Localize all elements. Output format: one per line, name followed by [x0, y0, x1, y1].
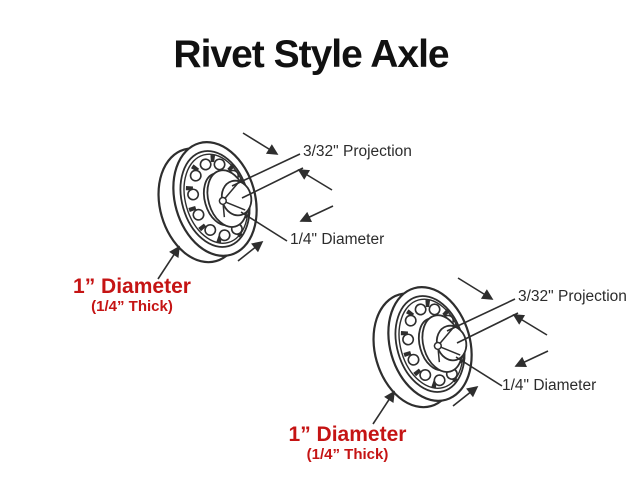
dimension-lines-wheel-1: [157, 132, 334, 280]
wheel-thickness-label-wheel-1: (1/4” Thick): [91, 298, 173, 315]
wheel-diameter-label-wheel-1: 1” Diameter: [73, 275, 191, 298]
projection-label-wheel-1: 3/32" Projection: [303, 143, 412, 160]
wheel-size-label-wheel-1: 1” Diameter (1/4” Thick): [58, 275, 206, 316]
axle-diameter-label-wheel-2: 1/4" Diameter: [502, 377, 597, 394]
dimension-lines-wheel-2: [372, 277, 549, 425]
wheel-thickness-label-wheel-2: (1/4” Thick): [306, 446, 389, 463]
wheel-diameter-label-wheel-2: 1” Diameter: [288, 423, 407, 446]
page-title: Rivet Style Axle: [173, 33, 449, 76]
axle-diameter-label-wheel-1: 1/4" Diameter: [290, 231, 385, 248]
wheel-size-label-wheel-2: 1” Diameter (1/4” Thick): [273, 423, 422, 464]
projection-label-wheel-2: 3/32" Projection: [518, 288, 627, 305]
